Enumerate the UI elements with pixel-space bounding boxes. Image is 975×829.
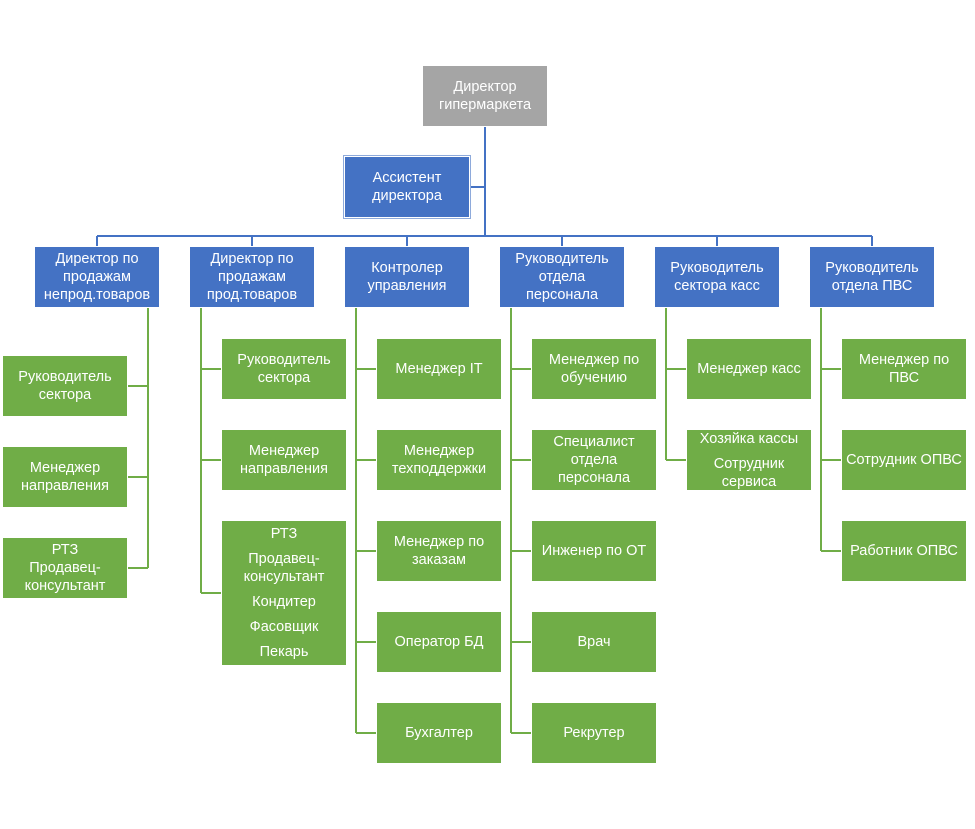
- head-4-line-3: персонала: [525, 287, 599, 303]
- head-2-line-1: Директор по: [210, 251, 294, 267]
- head-pvs-department: Руководитель отдела ПВС: [809, 246, 935, 308]
- head-6-line-1: Руководитель: [825, 260, 919, 276]
- staff-box: Сотрудник ОПВС: [841, 429, 967, 491]
- staff-line: Менеджер: [403, 443, 475, 459]
- staff-box: Руководитель сектора: [221, 338, 347, 400]
- staff-box: Специалист отдела персонала: [531, 429, 657, 491]
- head-1-line-2: продажам: [63, 269, 131, 285]
- staff-line: Менеджер по: [393, 534, 485, 550]
- staff-line: заказам: [412, 552, 466, 568]
- staff-box: Менеджер IT: [376, 338, 502, 400]
- staff-line: Менеджер: [29, 460, 101, 476]
- head-1-line-1: Директор по: [55, 251, 139, 267]
- staff-line: персонала: [557, 470, 631, 486]
- staff-line: Менеджер: [248, 443, 320, 459]
- head-3-line-2: управления: [367, 278, 447, 294]
- staff-line: Руководитель: [237, 352, 331, 368]
- staff-line: Кондитер: [252, 594, 316, 610]
- staff-line: РТЗ: [270, 526, 298, 542]
- head-food-sales-director: Директор по продажам прод.товаров: [189, 246, 315, 308]
- head-cashier-sector: Руководитель сектора касс: [654, 246, 780, 308]
- staff-box: Руководитель сектора: [2, 355, 128, 417]
- head-4-line-1: Руководитель: [515, 251, 609, 267]
- staff-box: Оператор БД: [376, 611, 502, 673]
- staff-box: Работник ОПВС: [841, 520, 967, 582]
- head-1-line-3: непрод.товаров: [43, 287, 151, 303]
- director-line-2: гипермаркета: [438, 97, 532, 113]
- staff-line: Менеджер IT: [395, 361, 483, 377]
- staff-line: Менеджер по: [858, 352, 950, 368]
- staff-line: Сотрудник ОПВС: [846, 452, 962, 468]
- head-5-line-1: Руководитель: [670, 260, 764, 276]
- head-5-line-2: сектора касс: [674, 278, 760, 294]
- staff-line: консультант: [24, 578, 106, 594]
- staff-box: Менеджер по заказам: [376, 520, 502, 582]
- director-box: Директор гипермаркета: [422, 65, 548, 127]
- staff-line: Бухгалтер: [405, 725, 473, 741]
- staff-line: сервиса: [721, 473, 777, 490]
- staff-line: консультант: [243, 569, 325, 585]
- staff-line: Менеджер по: [548, 352, 640, 368]
- staff-line: Врач: [577, 634, 611, 650]
- staff-line: Хозяйка кассы: [699, 430, 799, 447]
- assistant-line-2: директора: [372, 188, 442, 204]
- staff-line: РТЗ: [51, 542, 79, 558]
- staff-line: техподдержки: [391, 461, 487, 477]
- staff-box: Рекрутер: [531, 702, 657, 764]
- staff-box: Бухгалтер: [376, 702, 502, 764]
- staff-line: Пекарь: [259, 644, 309, 660]
- assistant-box: Ассистент директора: [344, 156, 470, 218]
- staff-line: Продавец-: [248, 551, 320, 567]
- staff-line: сектора: [257, 370, 311, 386]
- staff-line: ПВС: [888, 370, 920, 386]
- staff-box: Менеджер направления: [221, 429, 347, 491]
- staff-box: Хозяйка кассы Сотрудник сервиса: [686, 429, 812, 491]
- staff-line: обучению: [561, 370, 627, 386]
- head-2-line-2: продажам: [218, 269, 286, 285]
- assistant-line-1: Ассистент: [372, 170, 442, 186]
- staff-box: Менеджер касс: [686, 338, 812, 400]
- staff-box: Менеджер по обучению: [531, 338, 657, 400]
- head-2-line-3: прод.товаров: [206, 287, 298, 303]
- staff-line: Инженер по ОТ: [541, 543, 647, 559]
- staff-line: Специалист: [553, 434, 635, 450]
- staff-line: Работник ОПВС: [850, 543, 958, 559]
- staff-line: Продавец-: [29, 560, 101, 576]
- staff-line: отдела: [570, 452, 618, 468]
- staff-box: Врач: [531, 611, 657, 673]
- staff-box: Менеджер направления: [2, 446, 128, 508]
- head-personnel-department: Руководитель отдела персонала: [499, 246, 625, 308]
- staff-box: РТЗ Продавец- консультант Кондитер Фасов…: [221, 520, 347, 666]
- staff-line: сектора: [38, 387, 92, 403]
- staff-line: направления: [240, 461, 328, 477]
- head-3-line-1: Контролер: [371, 260, 443, 276]
- staff-line: Руководитель: [18, 369, 112, 385]
- staff-line: Оператор БД: [394, 634, 484, 650]
- staff-line: Менеджер касс: [697, 361, 801, 377]
- head-6-line-2: отдела ПВС: [831, 278, 913, 294]
- head-nonfood-sales-director: Директор по продажам непрод.товаров: [34, 246, 160, 308]
- head-4-line-2: отдела: [538, 269, 586, 285]
- staff-line: Рекрутер: [563, 725, 625, 741]
- staff-line: Сотрудник: [713, 455, 785, 472]
- staff-box: Менеджер по ПВС: [841, 338, 967, 400]
- staff-line: направления: [21, 478, 109, 494]
- head-management-controller: Контролер управления: [344, 246, 470, 308]
- director-line-1: Директор: [453, 79, 517, 95]
- staff-box: РТЗ Продавец- консультант: [2, 537, 128, 599]
- staff-line: Фасовщик: [249, 619, 319, 635]
- staff-box: Менеджер техподдержки: [376, 429, 502, 491]
- staff-box: Инженер по ОТ: [531, 520, 657, 582]
